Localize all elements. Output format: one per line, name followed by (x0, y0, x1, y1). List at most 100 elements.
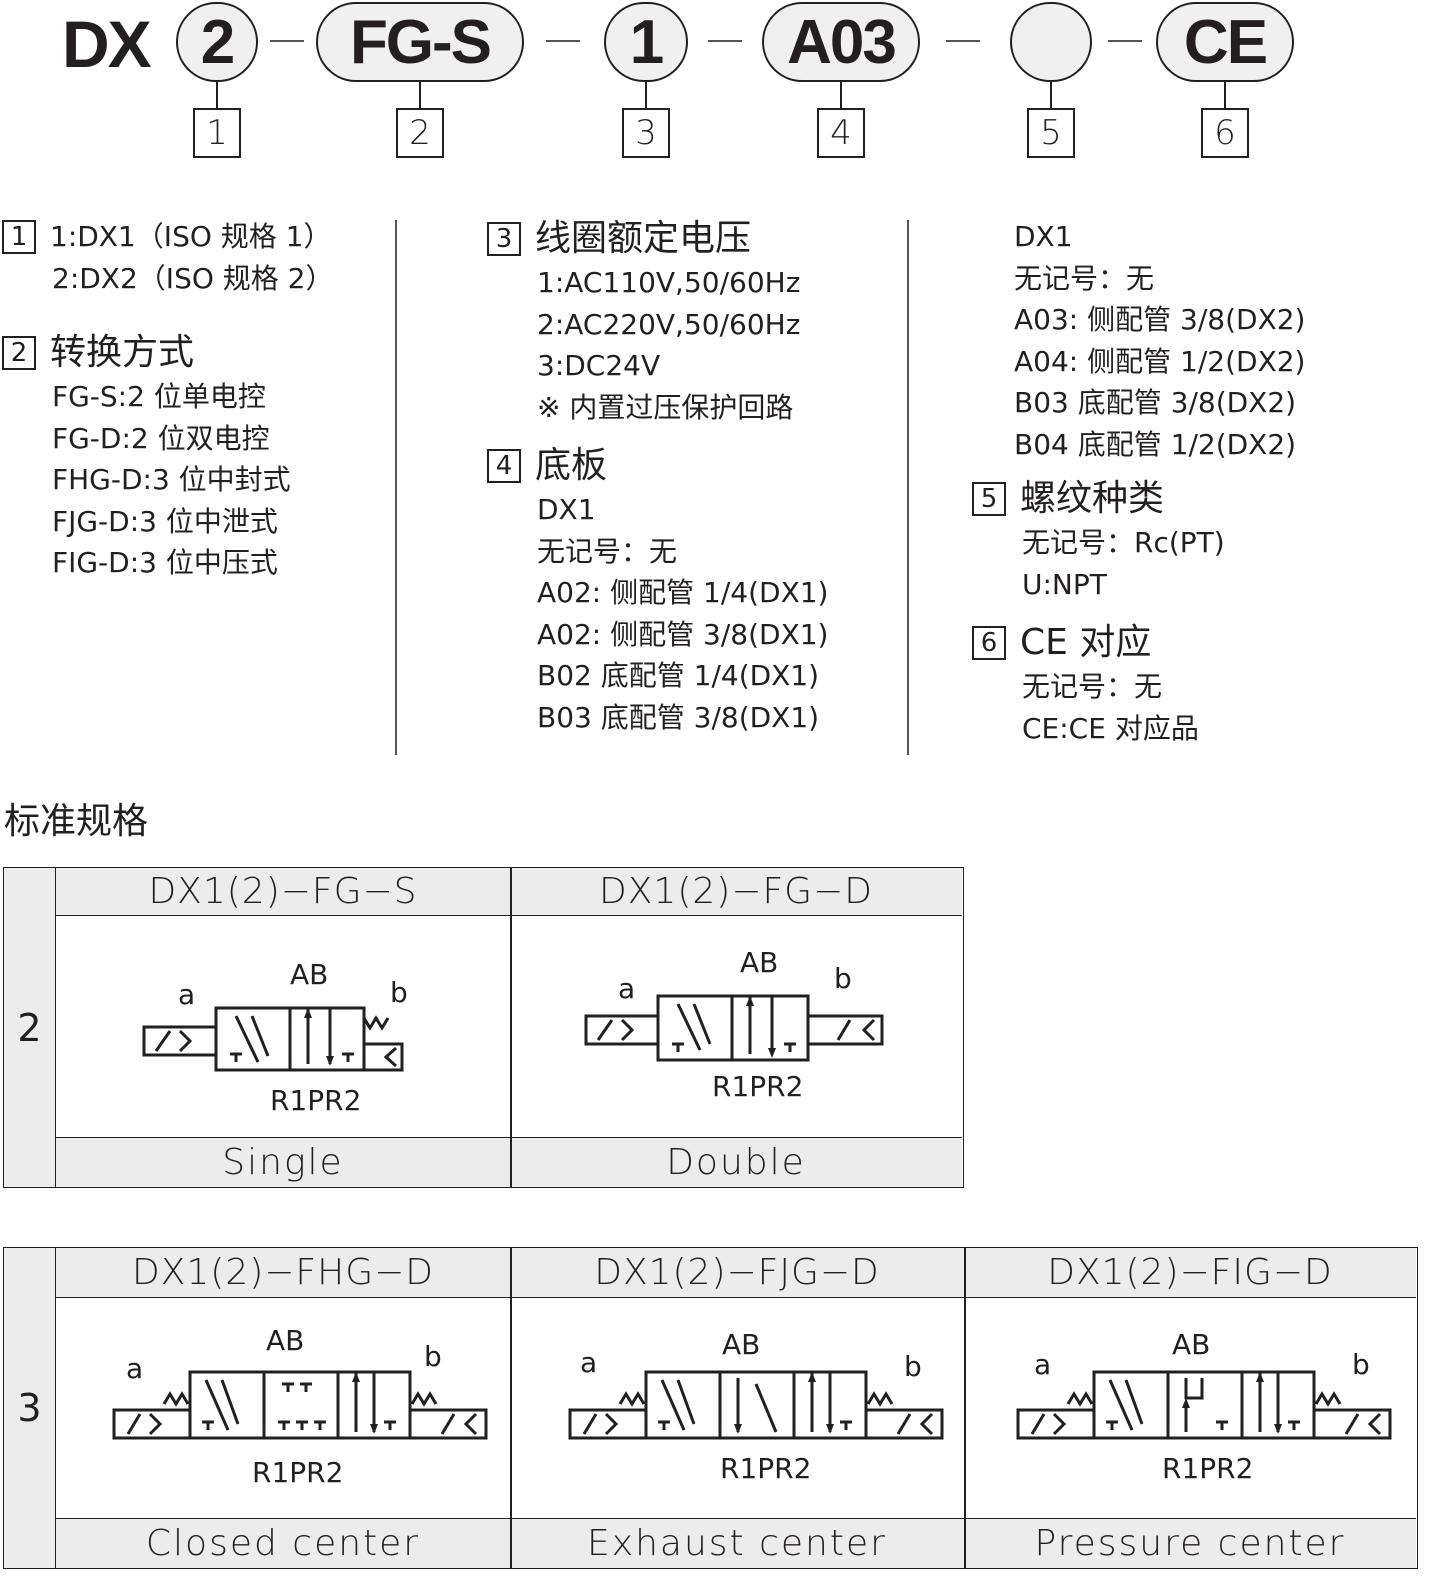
spec-line: FG-D:2 位双电控 (52, 421, 270, 455)
table-footer-closed: Closed center (56, 1518, 510, 1568)
spec-line: 无记号：无 (537, 534, 678, 568)
table-header-fig-d: DX1(2)−FIG−D (964, 1248, 1416, 1298)
spec-line: DX1 (1014, 220, 1073, 253)
table-footer-double: Double (510, 1137, 962, 1187)
spec-line: 无记号：Rc(PT) (1022, 526, 1225, 559)
port-label-a: a (178, 978, 195, 1011)
section-title: 螺纹种类 (1020, 478, 1165, 519)
port-label-b: b (1352, 1348, 1370, 1381)
code-index-4: 4 (817, 108, 865, 158)
port-label-b: b (424, 1340, 442, 1373)
standard-spec-title: 标准规格 (4, 801, 149, 842)
valve-symbol-closed-center: a AB b R1PR2 (112, 1324, 488, 1489)
section-number-box: 4 (487, 449, 521, 483)
valve-symbol-pressure-center: a AB b R1PR2 (1016, 1328, 1392, 1485)
code-index-6: 6 (1201, 108, 1249, 158)
section-number-box: 1 (2, 219, 36, 254)
port-label-a: a (1034, 1348, 1051, 1381)
spec-line: 3:DC24V (537, 349, 661, 382)
table-header-fg-s: DX1(2)−FG−S (56, 868, 510, 916)
spec-section-5: 5 螺纹种类 无记号：Rc(PT) U:NPT (972, 476, 1225, 605)
spec-line: B03 底配管 3/8(DX2) (1014, 386, 1297, 419)
spec-section-1: 1 1:DX1（ISO 规格 1） 2:DX2（ISO 规格 2） (2, 216, 334, 299)
spec-section-6: 6 CE 对应 无记号：无 CE:CE 对应品 (972, 620, 1199, 749)
valve-symbol-exhaust-center: a AB b R1PR2 (568, 1328, 944, 1485)
column-divider (395, 220, 397, 755)
port-label-r1pr2: R1PR2 (712, 1070, 803, 1103)
port-label-ab: AB (290, 958, 328, 991)
port-label-r1pr2: R1PR2 (1162, 1452, 1253, 1485)
port-label-a: a (126, 1352, 143, 1385)
section-number-box: 2 (2, 336, 36, 370)
port-label-b: b (834, 962, 852, 995)
model-prefix: DX (62, 7, 152, 81)
spec-line: 2:AC220V,50/60Hz (537, 307, 801, 341)
valve-symbol-double: a AB b R1PR2 (584, 946, 884, 1103)
port-label-r1pr2: R1PR2 (270, 1084, 361, 1117)
spec-line: A02: 侧配管 1/4(DX1) (537, 576, 829, 609)
table-header-fjg-d: DX1(2)−FJG−D (510, 1248, 964, 1298)
table-footer-single: Single (56, 1137, 510, 1187)
table-header-fg-d: DX1(2)−FG−D (510, 868, 962, 916)
section-number-box: 6 (972, 626, 1006, 660)
spec-line: 无记号：无 (1022, 670, 1163, 703)
spec-line: 1:AC110V,50/60Hz (537, 266, 801, 299)
port-label-a: a (618, 972, 635, 1005)
valve-symbol-single: a AB b R1PR2 (142, 958, 408, 1117)
section-title: 底板 (535, 445, 608, 486)
code-part-ce: CE (1156, 2, 1294, 82)
spec-line: A02: 侧配管 3/8(DX1) (537, 617, 829, 651)
section-number-box: 5 (972, 482, 1006, 516)
section-number-box: 3 (487, 222, 521, 256)
spec-section-2: 2 转换方式 FG-S:2 位单电控 FG-D:2 位双电控 FHG-D:3 位… (2, 330, 291, 584)
spec-line: B03 底配管 3/8(DX1) (537, 700, 820, 734)
code-part-base: A03 (762, 2, 920, 82)
spec-line: B02 底配管 1/4(DX1) (537, 659, 820, 692)
spec-line: B04 底配管 1/2(DX2) (1014, 427, 1297, 461)
section-title: 转换方式 (50, 332, 195, 373)
table-side-label: 3 (4, 1248, 56, 1568)
port-label-ab: AB (1172, 1328, 1210, 1361)
section-title: 线圈额定电压 (535, 218, 752, 259)
code-index-2: 2 (396, 108, 444, 158)
spec-line: FJG-D:3 位中泄式 (52, 504, 278, 538)
table-side-label: 2 (4, 868, 56, 1187)
spec-section-3: 3 线圈额定电压 1:AC110V,50/60Hz 2:AC220V,50/60… (487, 216, 800, 428)
spec-section-4: 4 底板 DX1 无记号：无 A02: 侧配管 1/4(DX1) A02: 侧配… (487, 443, 829, 738)
spec-line: 2:DX2（ISO 规格 2） (52, 261, 334, 295)
table-2-position: 2 DX1(2)−FG−S DX1(2)−FG−D Single Double … (3, 867, 964, 1188)
spec-line: 无记号：无 (1014, 261, 1155, 295)
port-label-b: b (904, 1350, 922, 1383)
port-label-a: a (580, 1346, 597, 1379)
spec-line: 1:DX1（ISO 规格 1） (50, 220, 332, 253)
spec-line: FG-S:2 位单电控 (52, 380, 266, 413)
code-index-5: 5 (1027, 108, 1075, 158)
code-part-series: 2 (176, 2, 258, 82)
spec-line: CE:CE 对应品 (1022, 711, 1199, 745)
section-title: CE 对应 (1020, 622, 1152, 663)
port-label-r1pr2: R1PR2 (720, 1452, 811, 1485)
spec-line: FHG-D:3 位中封式 (52, 463, 291, 496)
code-part-switching: FG-S (316, 2, 524, 82)
table-footer-pressure: Pressure center (964, 1518, 1416, 1568)
code-index-3: 3 (622, 108, 670, 158)
port-label-ab: AB (266, 1324, 304, 1357)
port-label-ab: AB (722, 1328, 760, 1361)
spec-line: A04: 侧配管 1/2(DX2) (1014, 344, 1306, 378)
spec-line: A03: 侧配管 3/8(DX2) (1014, 303, 1306, 336)
code-part-thread (1010, 2, 1092, 82)
table-3-position: 3 DX1(2)−FHG−D DX1(2)−FJG−D DX1(2)−FIG−D… (3, 1247, 1418, 1569)
port-label-r1pr2: R1PR2 (252, 1456, 343, 1489)
port-label-b: b (390, 976, 408, 1009)
column-divider (907, 220, 909, 755)
spec-section-4-cont: DX1 无记号：无 A03: 侧配管 3/8(DX2) A04: 侧配管 1/2… (1014, 216, 1306, 465)
port-label-ab: AB (740, 946, 778, 979)
table-footer-exhaust: Exhaust center (510, 1518, 964, 1568)
spec-line: FIG-D:3 位中压式 (52, 546, 278, 579)
spec-line: DX1 (537, 493, 596, 526)
spec-line: ※ 内置过压保护回路 (537, 390, 794, 424)
spec-line: U:NPT (1022, 567, 1107, 601)
code-index-1: 1 (193, 108, 241, 158)
table-header-fhg-d: DX1(2)−FHG−D (56, 1248, 510, 1298)
code-part-voltage: 1 (604, 2, 688, 82)
